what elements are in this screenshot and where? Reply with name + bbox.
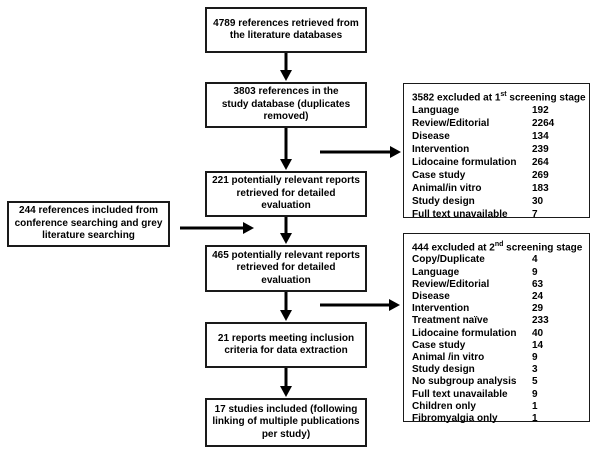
exclusion-row: Treatment naïve 233 <box>412 315 581 327</box>
exclusion-reason-label: Disease <box>412 131 450 143</box>
exclusion-reason-label: Study design <box>412 196 475 208</box>
exclusion-count: 9 <box>532 266 538 278</box>
exclusion-count: 3 <box>532 364 538 376</box>
exclusion-row: Full text unavailable 9 <box>412 389 581 401</box>
exclusion-row: Animal /in vitro 9 <box>412 352 581 364</box>
exclusion-count: 269 <box>532 170 549 182</box>
exclusion-reason-label: Language <box>412 105 460 117</box>
arrow-down-2 <box>280 128 292 170</box>
exclusion-reason-label: Case study <box>412 339 466 351</box>
flow-box-21-reports-inclusion: 21 reports meeting inclusion criteria fo… <box>205 322 367 368</box>
exclusion-reason-label: Fibromyalgia only <box>412 412 498 424</box>
arrow-right-to-first-exclusions <box>320 146 401 158</box>
exclusion-reason-label: No subgroup analysis <box>412 376 517 388</box>
exclusion-reason-label: Animal/in vitro <box>412 183 482 195</box>
exclusion-reason-label: Copy/Duplicate <box>412 254 485 266</box>
exclusion-count: 233 <box>532 315 549 327</box>
exclusion-count: 24 <box>532 290 544 302</box>
flow-box-17-studies-included: 17 studies included (following linking o… <box>205 398 367 447</box>
exclusion-count: 63 <box>532 278 544 290</box>
exclusion-count: 40 <box>532 327 544 339</box>
flow-box-duplicates-removed: 3803 references in the study database (d… <box>205 82 367 128</box>
exclusion-count: 29 <box>532 303 544 315</box>
exclusion-count: 14 <box>532 339 544 351</box>
exclusion-reason-label: Review/Editorial <box>412 118 490 130</box>
exclusion-box-first-screening: 3582 excluded at 1st screening stage Lan… <box>403 83 590 221</box>
arrow-right-to-second-exclusions <box>320 299 400 311</box>
exclusion-row: Full text unavailable 7 <box>412 208 581 221</box>
ordinal-superscript: nd <box>494 241 504 248</box>
exclusion-row: Disease 134 <box>412 130 581 143</box>
exclusion-row: Animal/in vitro 183 <box>412 182 581 195</box>
exclusion-reason-label: Full text unavailable <box>412 388 508 400</box>
exclusion-row: Lidocaine formulation 40 <box>412 328 581 340</box>
exclusion-reason-label: Lidocaine formulation <box>412 327 517 339</box>
exclusion-reason-label: Language <box>412 266 460 278</box>
exclusion-box-second-screening: 444 excluded at 2nd screening stage Copy… <box>403 233 590 425</box>
arrow-down-4 <box>280 292 292 321</box>
exclusion-row: Study design 3 <box>412 364 581 376</box>
exclusion-count: 30 <box>532 196 544 208</box>
flow-box-221-relevant-reports: 221 potentially relevant reports retriev… <box>205 171 367 217</box>
exclusion-row: Intervention 29 <box>412 303 581 315</box>
exclusion-count: 5 <box>532 376 538 388</box>
exclusion-count: 192 <box>532 105 549 117</box>
exclusion-reason-label: Study design <box>412 364 475 376</box>
exclusion-reason-label: Children only <box>412 400 476 412</box>
ordinal-superscript: st <box>500 91 507 98</box>
exclusion-count: 9 <box>532 388 538 400</box>
exclusion-row: Copy/Duplicate 4 <box>412 254 581 266</box>
exclusion-count: 239 <box>532 144 549 156</box>
exclusion-count: 7 <box>532 209 538 221</box>
exclusion-row: Study design 30 <box>412 195 581 208</box>
exclusion-row: Children only 1 <box>412 401 581 413</box>
exclusion-reason-label: Full text unavailable <box>412 209 508 221</box>
exclusion-count: 1 <box>532 400 538 412</box>
flow-box-references-retrieved: 4789 references retrieved from the liter… <box>205 7 367 53</box>
exclusion-row: Review/Editorial 63 <box>412 279 581 291</box>
exclusion-row: Lidocaine formulation 264 <box>412 156 581 169</box>
exclusion-count: 134 <box>532 131 549 143</box>
arrow-down-1 <box>280 53 292 81</box>
exclusion-reason-label: Animal /in vitro <box>412 351 485 363</box>
exclusion-reason-label: Review/Editorial <box>412 278 490 290</box>
arrow-down-3 <box>280 217 292 244</box>
exclusion-reason-label: Treatment naïve <box>412 315 489 327</box>
exclusion-count: 4 <box>532 254 538 266</box>
exclusion-row: Language 192 <box>412 104 581 117</box>
exclusion-row: Intervention 239 <box>412 143 581 156</box>
exclusion-row: Case study 269 <box>412 169 581 182</box>
exclusion-reason-label: Intervention <box>412 303 470 315</box>
exclusion-count: 1 <box>532 412 538 424</box>
exclusion-count: 183 <box>532 183 549 195</box>
side-box-conference-grey-literature: 244 references included from conference … <box>7 201 170 247</box>
exclusion-header-second-screening: 444 excluded at 2nd screening stage <box>412 241 583 254</box>
exclusion-row: Review/Editorial 2264 <box>412 117 581 130</box>
exclusion-reason-label: Disease <box>412 290 450 302</box>
arrow-right-from-side-box <box>180 222 254 234</box>
exclusion-count: 9 <box>532 351 538 363</box>
exclusion-row: Disease 24 <box>412 291 581 303</box>
exclusion-header-first-screening: 3582 excluded at 1st screening stage <box>412 91 586 104</box>
exclusion-row: Language 9 <box>412 267 581 279</box>
arrow-down-5 <box>280 368 292 397</box>
exclusion-count: 264 <box>532 157 549 169</box>
exclusion-row: No subgroup analysis 5 <box>412 376 581 388</box>
exclusion-reason-label: Intervention <box>412 144 470 156</box>
exclusion-reason-label: Case study <box>412 170 466 182</box>
exclusion-row: Case study 14 <box>412 340 581 352</box>
exclusion-count: 2264 <box>532 118 555 130</box>
flow-box-465-relevant-reports: 465 potentially relevant reports retriev… <box>205 245 367 292</box>
exclusion-row: Fibromyalgia only 1 <box>412 413 581 425</box>
exclusion-reason-label: Lidocaine formulation <box>412 157 517 169</box>
